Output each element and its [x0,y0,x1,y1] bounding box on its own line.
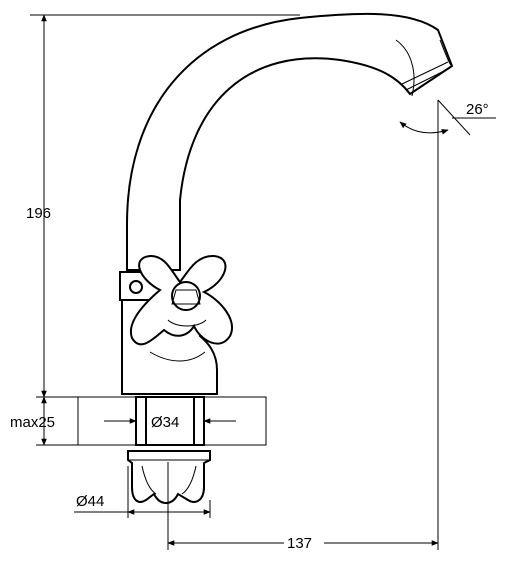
angle-label: 26° [466,101,489,118]
height-label: 196 [26,205,51,222]
inner-diameter-label: Ø34 [151,414,179,431]
height-dimension: 196 [26,14,300,398]
reach-dimension: 137 [167,100,439,552]
outer-diameter-dimension: Ø44 [74,466,211,518]
spout [126,12,454,271]
inner-diameter-dimension: Ø34 [104,414,236,431]
reach-label: 137 [287,535,312,552]
thickness-dimension: max25 [10,396,78,446]
angle-dimension: 26° [399,99,496,136]
outer-diameter-label: Ø44 [76,493,104,510]
mounting-nut [127,450,211,504]
cross-handle [129,254,233,346]
thickness-label: max25 [10,414,55,431]
